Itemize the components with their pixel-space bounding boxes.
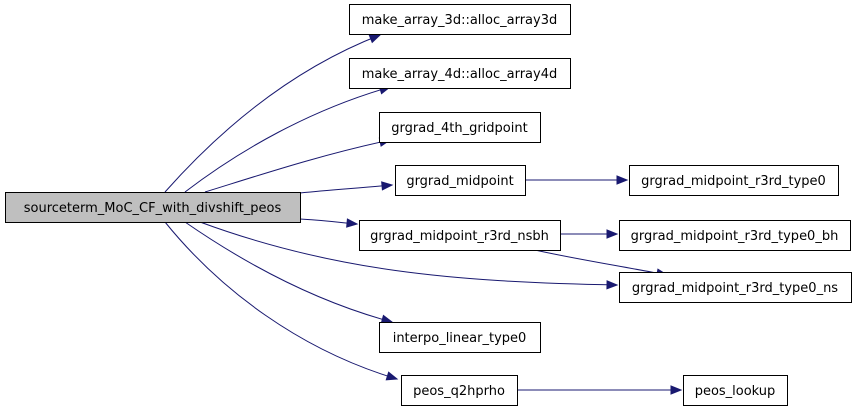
- node-label: make_array_4d::alloc_array4d: [362, 67, 557, 82]
- edge-line: [184, 86, 391, 193]
- node-label: interpo_linear_type0: [393, 331, 527, 346]
- edge-arrowhead: [381, 181, 394, 191]
- node-label: peos_q2hprho: [413, 384, 505, 399]
- edge-arrowhead: [616, 175, 629, 185]
- edge-line: [534, 249, 668, 276]
- edge-root-to-n6: [299, 218, 359, 228]
- edge-root-to-n10: [164, 221, 399, 381]
- node-box: [395, 165, 526, 196]
- node-box: [379, 112, 541, 143]
- edge-n4-to-n5: [525, 175, 629, 185]
- node-box: [359, 220, 561, 251]
- callee-node-n3[interactable]: grgrad_4th_gridpoint: [379, 112, 541, 143]
- edge-arrowhead: [606, 280, 619, 290]
- edge-line: [199, 221, 618, 286]
- node-label: grgrad_midpoint_r3rd_type0: [641, 174, 826, 189]
- edge-line: [184, 221, 393, 323]
- edge-root-to-n2: [184, 85, 392, 193]
- callee-node-n10[interactable]: peos_q2hprho: [401, 375, 518, 406]
- callee-node-n7[interactable]: grgrad_midpoint_r3rd_type0_bh: [619, 220, 851, 251]
- edge-arrowhead: [346, 218, 359, 228]
- node-label: grgrad_midpoint: [406, 174, 513, 189]
- edge-n10-to-n11: [517, 385, 683, 395]
- edge-line: [204, 139, 391, 193]
- edge-root-to-n8: [199, 221, 619, 290]
- node-label: grgrad_midpoint_r3rd_nsbh: [370, 229, 549, 244]
- callee-node-n4[interactable]: grgrad_midpoint: [395, 165, 526, 196]
- edge-n6-to-n7: [560, 229, 619, 239]
- node-box: [619, 272, 852, 303]
- node-label: make_array_3d::alloc_array3d: [362, 13, 557, 28]
- nodes-layer: sourceterm_MoC_CF_with_divshift_peos make…: [5, 4, 852, 406]
- edge-line: [164, 34, 381, 193]
- root-function-node: sourceterm_MoC_CF_with_divshift_peos: [5, 192, 301, 223]
- node-box: [349, 58, 571, 89]
- node-label: peos_lookup: [695, 384, 776, 399]
- edge-root-to-n1: [164, 34, 382, 193]
- edge-line: [299, 184, 393, 194]
- edge-root-to-n3: [204, 137, 392, 193]
- edge-line: [164, 221, 398, 380]
- callee-node-n8[interactable]: grgrad_midpoint_r3rd_type0_ns: [619, 272, 852, 303]
- node-box: [629, 165, 839, 196]
- edge-arrowhead: [368, 34, 382, 44]
- edge-arrowhead: [385, 371, 399, 381]
- callee-node-n1[interactable]: make_array_3d::alloc_array3d: [349, 4, 571, 35]
- callee-node-n5[interactable]: grgrad_midpoint_r3rd_type0: [629, 165, 839, 196]
- node-box: [619, 220, 851, 251]
- node-box: [349, 4, 571, 35]
- node-box: [5, 192, 301, 223]
- callee-node-n6[interactable]: grgrad_midpoint_r3rd_nsbh: [359, 220, 561, 251]
- edge-root-to-n4: [299, 181, 394, 194]
- node-box: [683, 375, 788, 406]
- callee-node-n9[interactable]: interpo_linear_type0: [379, 322, 541, 353]
- callee-node-n11[interactable]: peos_lookup: [683, 375, 788, 406]
- node-box: [401, 375, 518, 406]
- edge-arrowhead: [606, 229, 619, 239]
- node-label: grgrad_4th_gridpoint: [391, 121, 527, 136]
- node-box: [379, 322, 541, 353]
- edge-arrowhead: [670, 385, 683, 395]
- node-label: grgrad_midpoint_r3rd_type0_ns: [632, 281, 838, 296]
- node-label: grgrad_midpoint_r3rd_type0_bh: [631, 229, 839, 244]
- callee-node-n2[interactable]: make_array_4d::alloc_array4d: [349, 58, 571, 89]
- node-label: sourceterm_MoC_CF_with_divshift_peos: [24, 201, 282, 216]
